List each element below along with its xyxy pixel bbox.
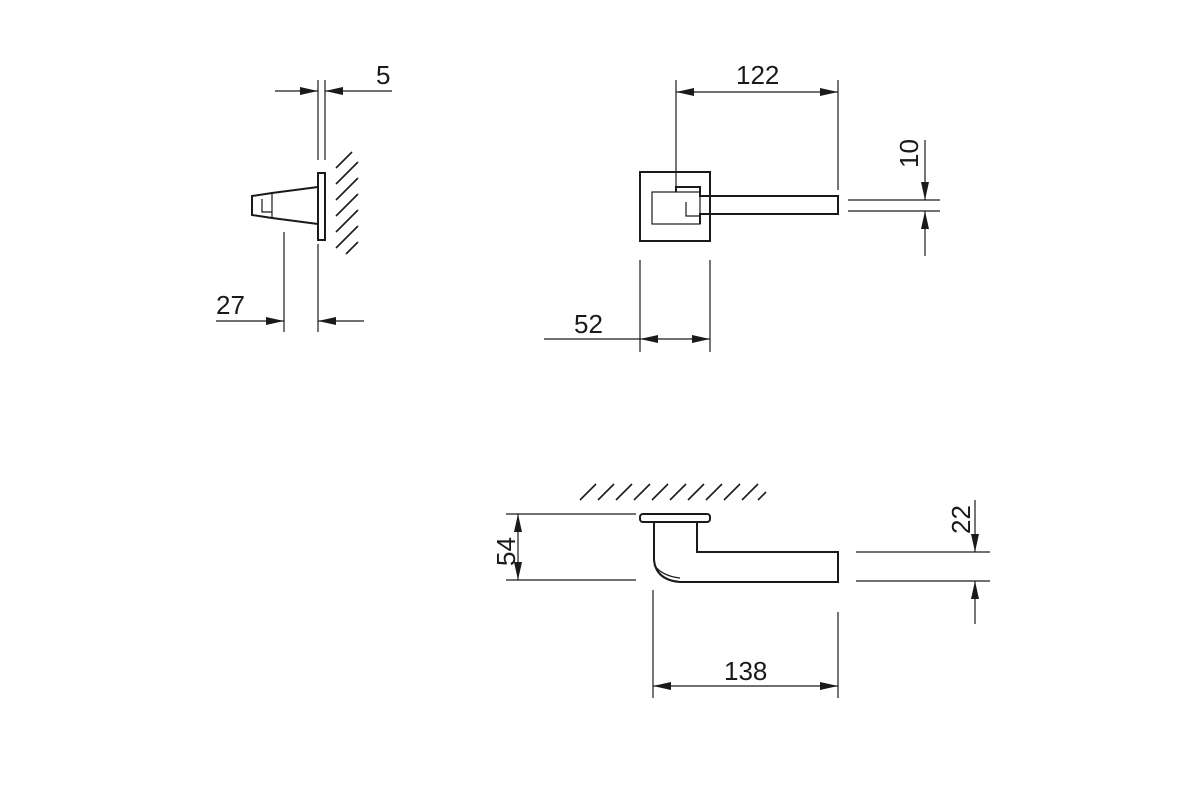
dim-top-projection: 54 <box>491 513 636 581</box>
dim-label-front-thickness: 10 <box>894 139 924 168</box>
dim-label-top-length: 138 <box>724 656 767 686</box>
dim-top-length: 138 <box>652 590 839 698</box>
dim-label-rose-width: 52 <box>574 309 603 339</box>
dim-label-side-projection: 27 <box>216 290 245 320</box>
dim-side-projection: 27 <box>216 232 364 332</box>
dim-label-front-length: 122 <box>736 60 779 90</box>
side-lever-detail <box>261 193 273 218</box>
top-rose-plate <box>639 513 711 523</box>
top-lever <box>653 522 839 583</box>
dim-rose-width: 52 <box>544 260 711 352</box>
top-view: 54 22 138 <box>491 483 990 698</box>
dim-front-thickness: 10 <box>848 139 940 256</box>
dim-side-thickness: 5 <box>275 60 392 160</box>
dim-label-side-thickness: 5 <box>376 60 390 90</box>
dim-label-top-projection: 54 <box>491 537 521 566</box>
side-view: 5 27 <box>216 60 392 332</box>
front-rose-inner <box>651 191 701 225</box>
top-wall-hatch <box>579 483 767 501</box>
dim-front-length: 122 <box>675 60 839 190</box>
front-lever-detail <box>685 202 700 217</box>
top-lever-curve <box>653 564 681 579</box>
front-view: 122 10 52 <box>544 60 940 352</box>
dim-lever-width: 22 <box>856 500 990 624</box>
front-lever <box>675 186 839 224</box>
side-lever-profile <box>251 186 319 225</box>
front-rose <box>639 171 711 242</box>
dim-label-lever-width: 22 <box>946 505 976 534</box>
side-wall-hatch <box>335 151 359 255</box>
side-rose-plate <box>317 172 326 241</box>
